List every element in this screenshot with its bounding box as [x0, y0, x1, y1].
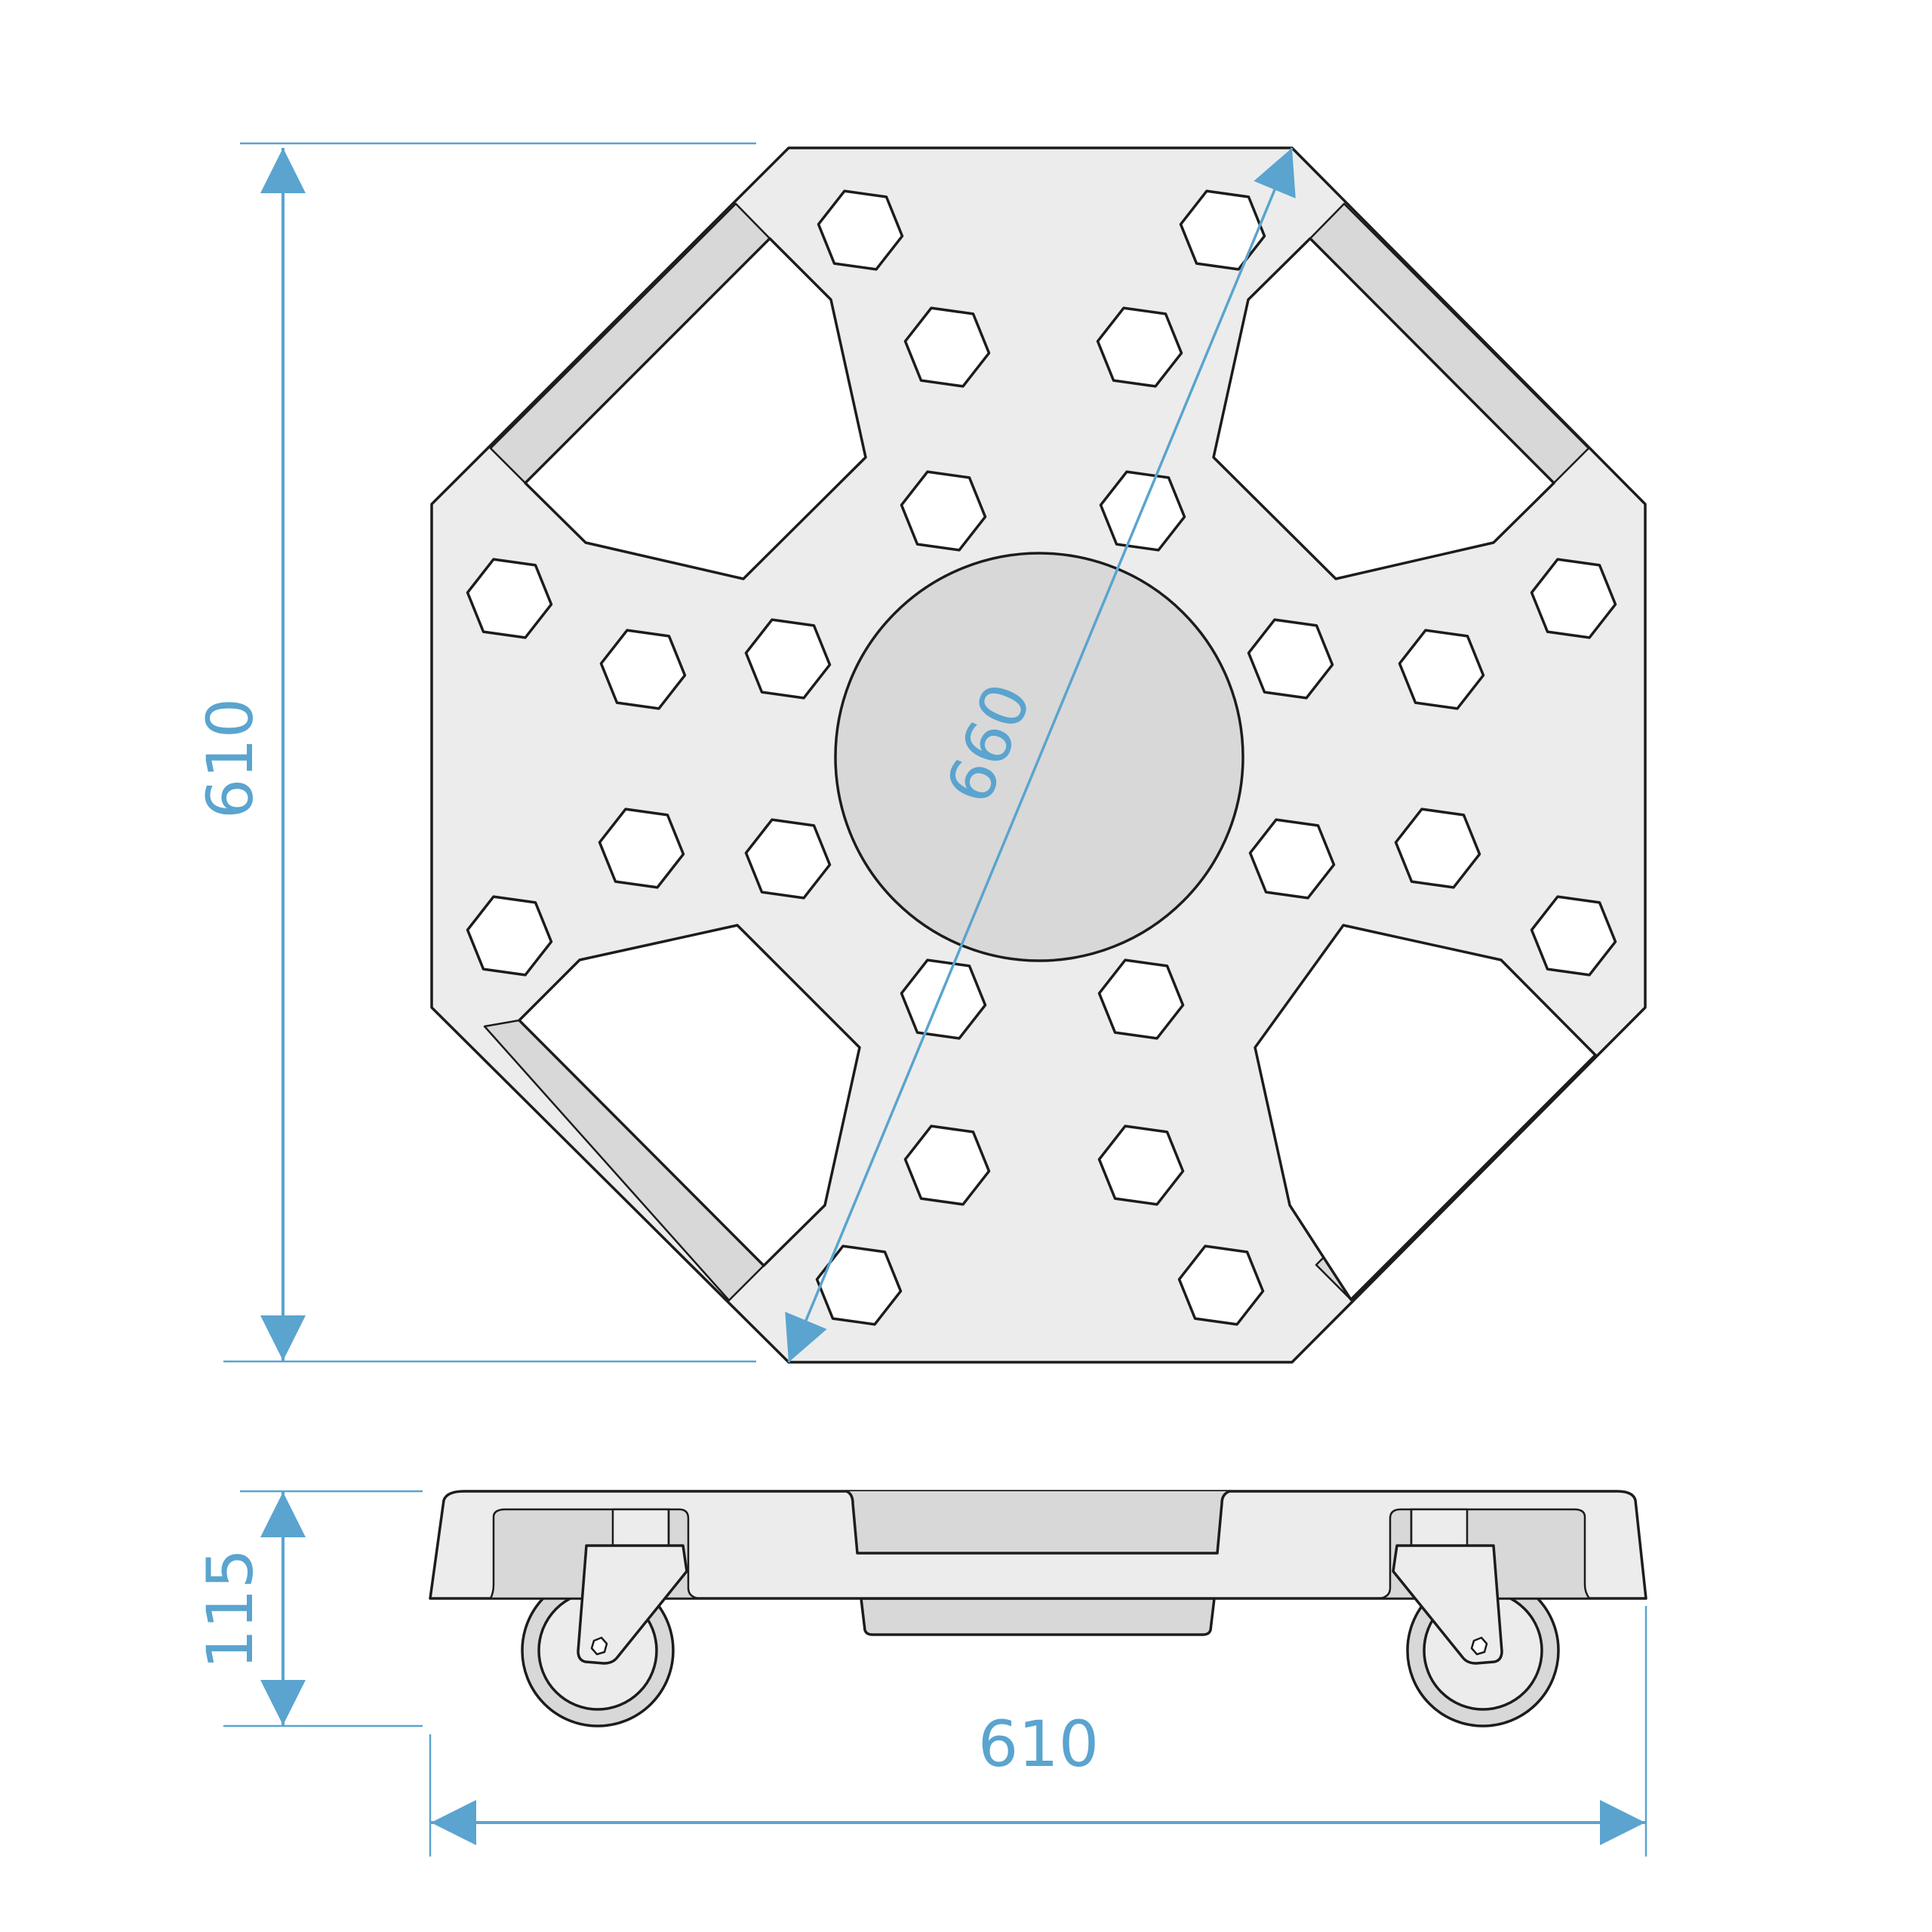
diagonal-dimension-line — [785, 147, 1296, 1363]
caster-right — [1392, 1508, 1503, 1665]
hex-hole — [1394, 808, 1481, 889]
side-width-label: 610 — [978, 1707, 1099, 1781]
dimension-lines — [223, 142, 1647, 1857]
top-height-label: 610 — [193, 698, 267, 819]
hex-hole — [598, 808, 685, 889]
top-recess — [845, 1490, 1231, 1555]
hex-hole — [466, 558, 553, 639]
side-height-label: 115 — [193, 1549, 267, 1669]
hex-hole — [1530, 558, 1617, 639]
caster-left — [577, 1508, 688, 1665]
side-view — [429, 1490, 1647, 1727]
hex-hole — [466, 895, 553, 977]
bottom-recess — [860, 1597, 1216, 1636]
hex-hole — [1530, 895, 1617, 977]
top-view — [430, 146, 1647, 1364]
hex-hole — [1398, 629, 1485, 710]
hex-hole — [599, 629, 687, 710]
